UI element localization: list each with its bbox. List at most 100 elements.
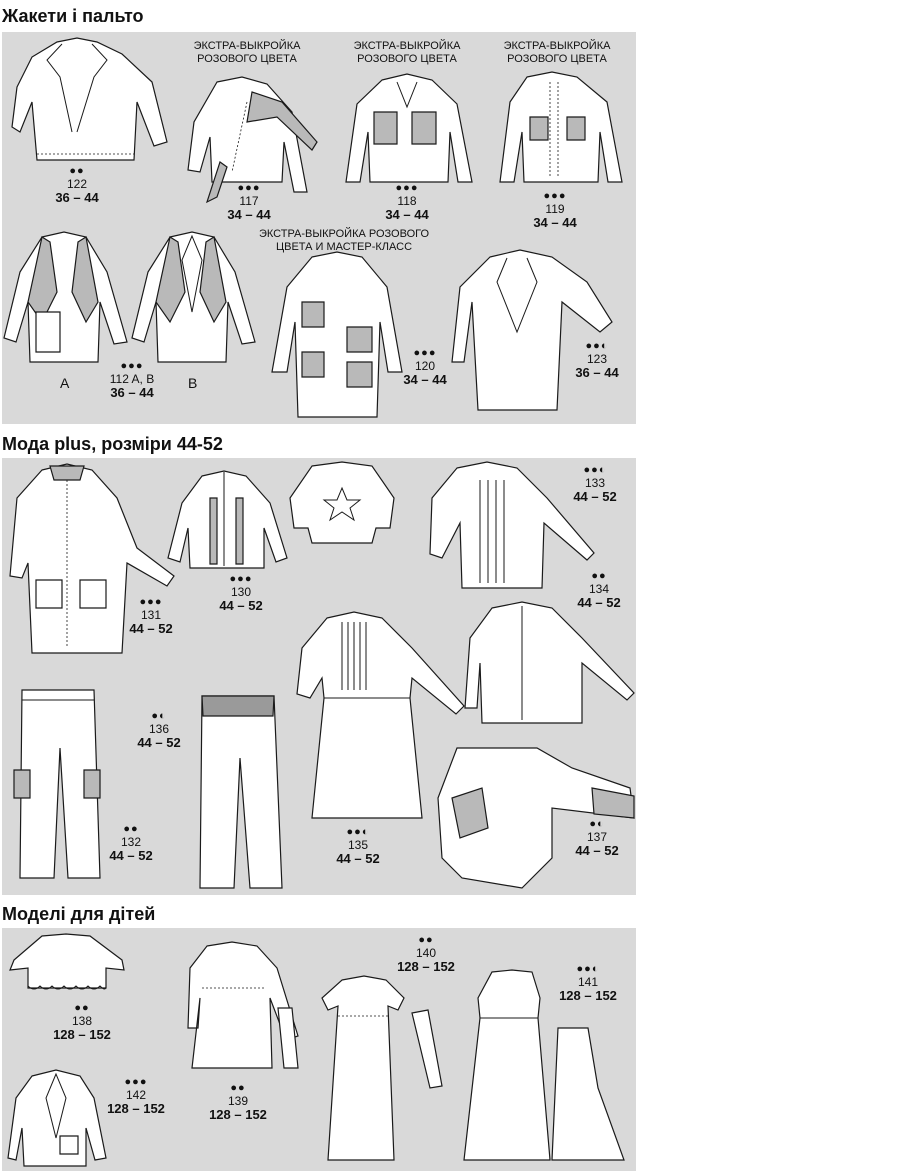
item-117: ●●● 117 34 – 44 <box>214 182 284 222</box>
difficulty-dots: ●●● <box>139 596 163 608</box>
difficulty-dots: ●◐ <box>589 818 605 830</box>
variant-label-b: B <box>188 375 198 391</box>
item-123: ●●◐ 123 36 – 44 <box>562 340 632 380</box>
panel-jackets-coats: ●● 122 36 – 44 ЭКСТРА-ВЫКРОЙКА РОЗОВОГО … <box>2 32 636 424</box>
sketch-140 <box>321 975 443 1161</box>
item-119: ●●● 119 34 – 44 <box>520 190 590 230</box>
sketch-135 <box>296 611 465 819</box>
model-number: 122 <box>66 177 88 191</box>
section-title-kids: Моделі для дітей <box>2 904 156 924</box>
sketch-141 <box>463 969 625 1161</box>
size-range: 34 – 44 <box>385 207 429 222</box>
model-number: 132 <box>120 835 142 849</box>
difficulty-dots: ●●● <box>120 360 144 372</box>
size-range: 128 – 152 <box>53 1027 111 1042</box>
sketch-118 <box>345 73 473 183</box>
size-range: 34 – 44 <box>403 372 447 387</box>
panel-plus-size: ●●● 131 44 – 52 ●●● 130 44 – 52 ●●◐ 133 … <box>2 458 636 895</box>
difficulty-dots: ●● <box>74 1002 90 1014</box>
extra-pattern-note-117: ЭКСТРА-ВЫКРОЙКА РОЗОВОГО ЦВЕТА <box>193 40 301 65</box>
extra-pattern-note-118: ЭКСТРА-ВЫКРОЙКА РОЗОВОГО ЦВЕТА <box>353 40 461 65</box>
item-142: ●●● 142 128 – 152 <box>96 1076 176 1116</box>
item-138: ●● 138 128 – 152 <box>42 1002 122 1042</box>
panel-kids: ●● 138 128 – 152 ●● 140 128 – 152 ●●◐ 14… <box>2 928 636 1171</box>
size-range: 36 – 44 <box>110 385 154 400</box>
sketch-139 <box>187 941 299 1069</box>
section-title-jackets-coats: Жакети і пальто <box>2 6 144 26</box>
item-140: ●● 140 128 – 152 <box>386 934 466 974</box>
plus-size-sketches <box>9 461 635 889</box>
model-number: 134 <box>588 582 610 596</box>
item-131: ●●● 131 44 – 52 <box>116 596 186 636</box>
model-number: 140 <box>415 946 437 960</box>
difficulty-dots: ●●● <box>413 347 437 359</box>
variant-label-a: A <box>60 375 70 391</box>
difficulty-dots: ●●◐ <box>583 464 607 476</box>
sketch-122 <box>11 37 168 161</box>
item-132: ●● 132 44 – 52 <box>96 823 166 863</box>
model-number: 123 <box>586 352 608 366</box>
model-number: 135 <box>347 838 369 852</box>
sketch-137 <box>437 747 635 889</box>
item-133: ●●◐ 133 44 – 52 <box>560 464 630 504</box>
difficulty-dots: ●● <box>418 934 434 946</box>
sketch-138 <box>9 933 125 990</box>
model-number: 139 <box>227 1094 249 1108</box>
extra-pattern-note-119: ЭКСТРА-ВЫКРОЙКА РОЗОВОГО ЦВЕТА <box>503 40 611 65</box>
sketch-136 <box>13 689 101 879</box>
size-range: 36 – 44 <box>575 365 619 380</box>
sketch-132 <box>199 695 283 889</box>
size-range: 44 – 52 <box>336 851 380 866</box>
model-number: 137 <box>586 830 608 844</box>
difficulty-dots: ●●◐ <box>346 826 370 838</box>
item-120: ●●● 120 34 – 44 <box>390 347 460 387</box>
item-137: ●◐ 137 44 – 52 <box>562 818 632 858</box>
sketch-133 <box>429 461 595 589</box>
item-139: ●● 139 128 – 152 <box>198 1082 278 1122</box>
model-number: 120 <box>414 359 436 373</box>
kids-sketches <box>7 933 625 1167</box>
item-136: ●◐ 136 44 – 52 <box>124 710 194 750</box>
size-range: 44 – 52 <box>129 621 173 636</box>
item-130: ●●● 130 44 – 52 <box>206 573 276 613</box>
model-number: 112 A, B <box>109 372 155 386</box>
item-134: ●● 134 44 – 52 <box>564 570 634 610</box>
size-range: 34 – 44 <box>533 215 577 230</box>
size-range: 44 – 52 <box>573 489 617 504</box>
sketch-130 <box>167 470 288 569</box>
size-range: 44 – 52 <box>575 843 619 858</box>
size-range: 44 – 52 <box>137 735 181 750</box>
size-range: 36 – 44 <box>55 190 99 205</box>
difficulty-dots: ●● <box>230 1082 246 1094</box>
item-141: ●●◐ 141 128 – 152 <box>548 963 628 1003</box>
size-range: 44 – 52 <box>219 598 263 613</box>
difficulty-dots: ●●◐ <box>585 340 609 352</box>
model-number: 136 <box>148 722 170 736</box>
difficulty-dots: ●●● <box>229 573 253 585</box>
item-122: ●● 122 36 – 44 <box>42 165 112 205</box>
size-range: 128 – 152 <box>559 988 617 1003</box>
difficulty-dots: ●●◐ <box>576 963 600 975</box>
model-number: 141 <box>577 975 599 989</box>
item-118: ●●● 118 34 – 44 <box>372 182 442 222</box>
sketch-112b <box>131 231 256 363</box>
difficulty-dots: ●●● <box>124 1076 148 1088</box>
sketch-star-top <box>289 461 395 544</box>
difficulty-dots: ●●● <box>237 182 261 194</box>
sketch-120 <box>271 251 403 418</box>
difficulty-dots: ●● <box>123 823 139 835</box>
difficulty-dots: ●● <box>591 570 607 582</box>
sketch-134 <box>464 601 635 724</box>
section-title-plus-size: Мода plus, розміри 44-52 <box>2 434 223 454</box>
model-number: 131 <box>140 608 162 622</box>
size-range: 128 – 152 <box>107 1101 165 1116</box>
model-number: 118 <box>397 194 417 208</box>
item-135: ●●◐ 135 44 – 52 <box>323 826 393 866</box>
difficulty-dots: ●● <box>69 165 85 177</box>
size-range: 34 – 44 <box>227 207 271 222</box>
sketch-112a <box>3 231 128 363</box>
model-number: 138 <box>71 1014 93 1028</box>
sketch-117 <box>187 76 318 204</box>
sketch-119 <box>499 71 623 183</box>
model-number: 133 <box>584 476 606 490</box>
